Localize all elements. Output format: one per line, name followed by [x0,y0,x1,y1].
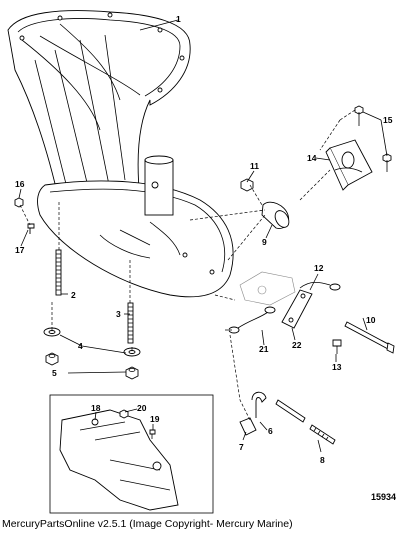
callout-9: 9 [262,237,267,247]
callout-20: 20 [137,403,147,413]
wire-part-21 [228,306,276,334]
ghost-mount [239,271,296,306]
callout-15: 15 [383,115,393,125]
callout-13: 13 [332,362,342,372]
fitting-part-19 [149,429,156,439]
callout-3: 3 [116,309,121,319]
callout-7: 7 [239,442,244,452]
bolt-part-16 [14,197,24,208]
nut-part-11 [240,178,254,192]
rod-part-6 [275,399,306,423]
callout-21: 21 [259,344,269,354]
wire-part-12 [299,281,341,291]
callout-labels: 1 2 3 4 5 6 7 8 9 10 11 12 13 14 15 16 1… [15,14,393,465]
callout-5: 5 [52,368,57,378]
callout-4: 4 [78,341,83,351]
inset-box [49,394,214,514]
callout-12: 12 [314,263,324,273]
clamp-part-14 [325,139,373,191]
driveshaft-housing [7,10,234,298]
elbow-part-7 [239,391,267,436]
callout-2: 2 [71,290,76,300]
assembly-dashed-lines [19,109,356,421]
callout-6: 6 [268,426,273,436]
fitting-part-13 [332,339,342,354]
fitting-part-17 [27,223,35,234]
washers-part-4 [43,327,141,357]
callout-17: 17 [15,245,25,255]
stud-part-3 [127,302,134,344]
callout-10: 10 [366,315,376,325]
bolt-part-10 [344,321,395,354]
callout-18: 18 [91,403,101,413]
callout-16: 16 [15,179,25,189]
diagram-number: 15934 [371,492,396,502]
callout-19: 19 [150,414,160,424]
callout-14: 14 [307,153,317,163]
callout-1: 1 [176,14,181,24]
stud-part-2 [55,249,62,296]
callout-8: 8 [320,455,325,465]
callout-22: 22 [292,340,302,350]
leader-lines [18,19,388,453]
screw-part-8 [309,424,336,445]
callout-11: 11 [250,161,259,171]
bolts-part-15 [354,105,392,172]
copyright-text: MercuryPartsOnline v2.5.1 (Image Copyrig… [2,518,293,530]
nuts-part-5 [45,352,139,380]
bushing-part-9 [261,201,290,229]
ground-strap-part-22 [281,289,313,329]
